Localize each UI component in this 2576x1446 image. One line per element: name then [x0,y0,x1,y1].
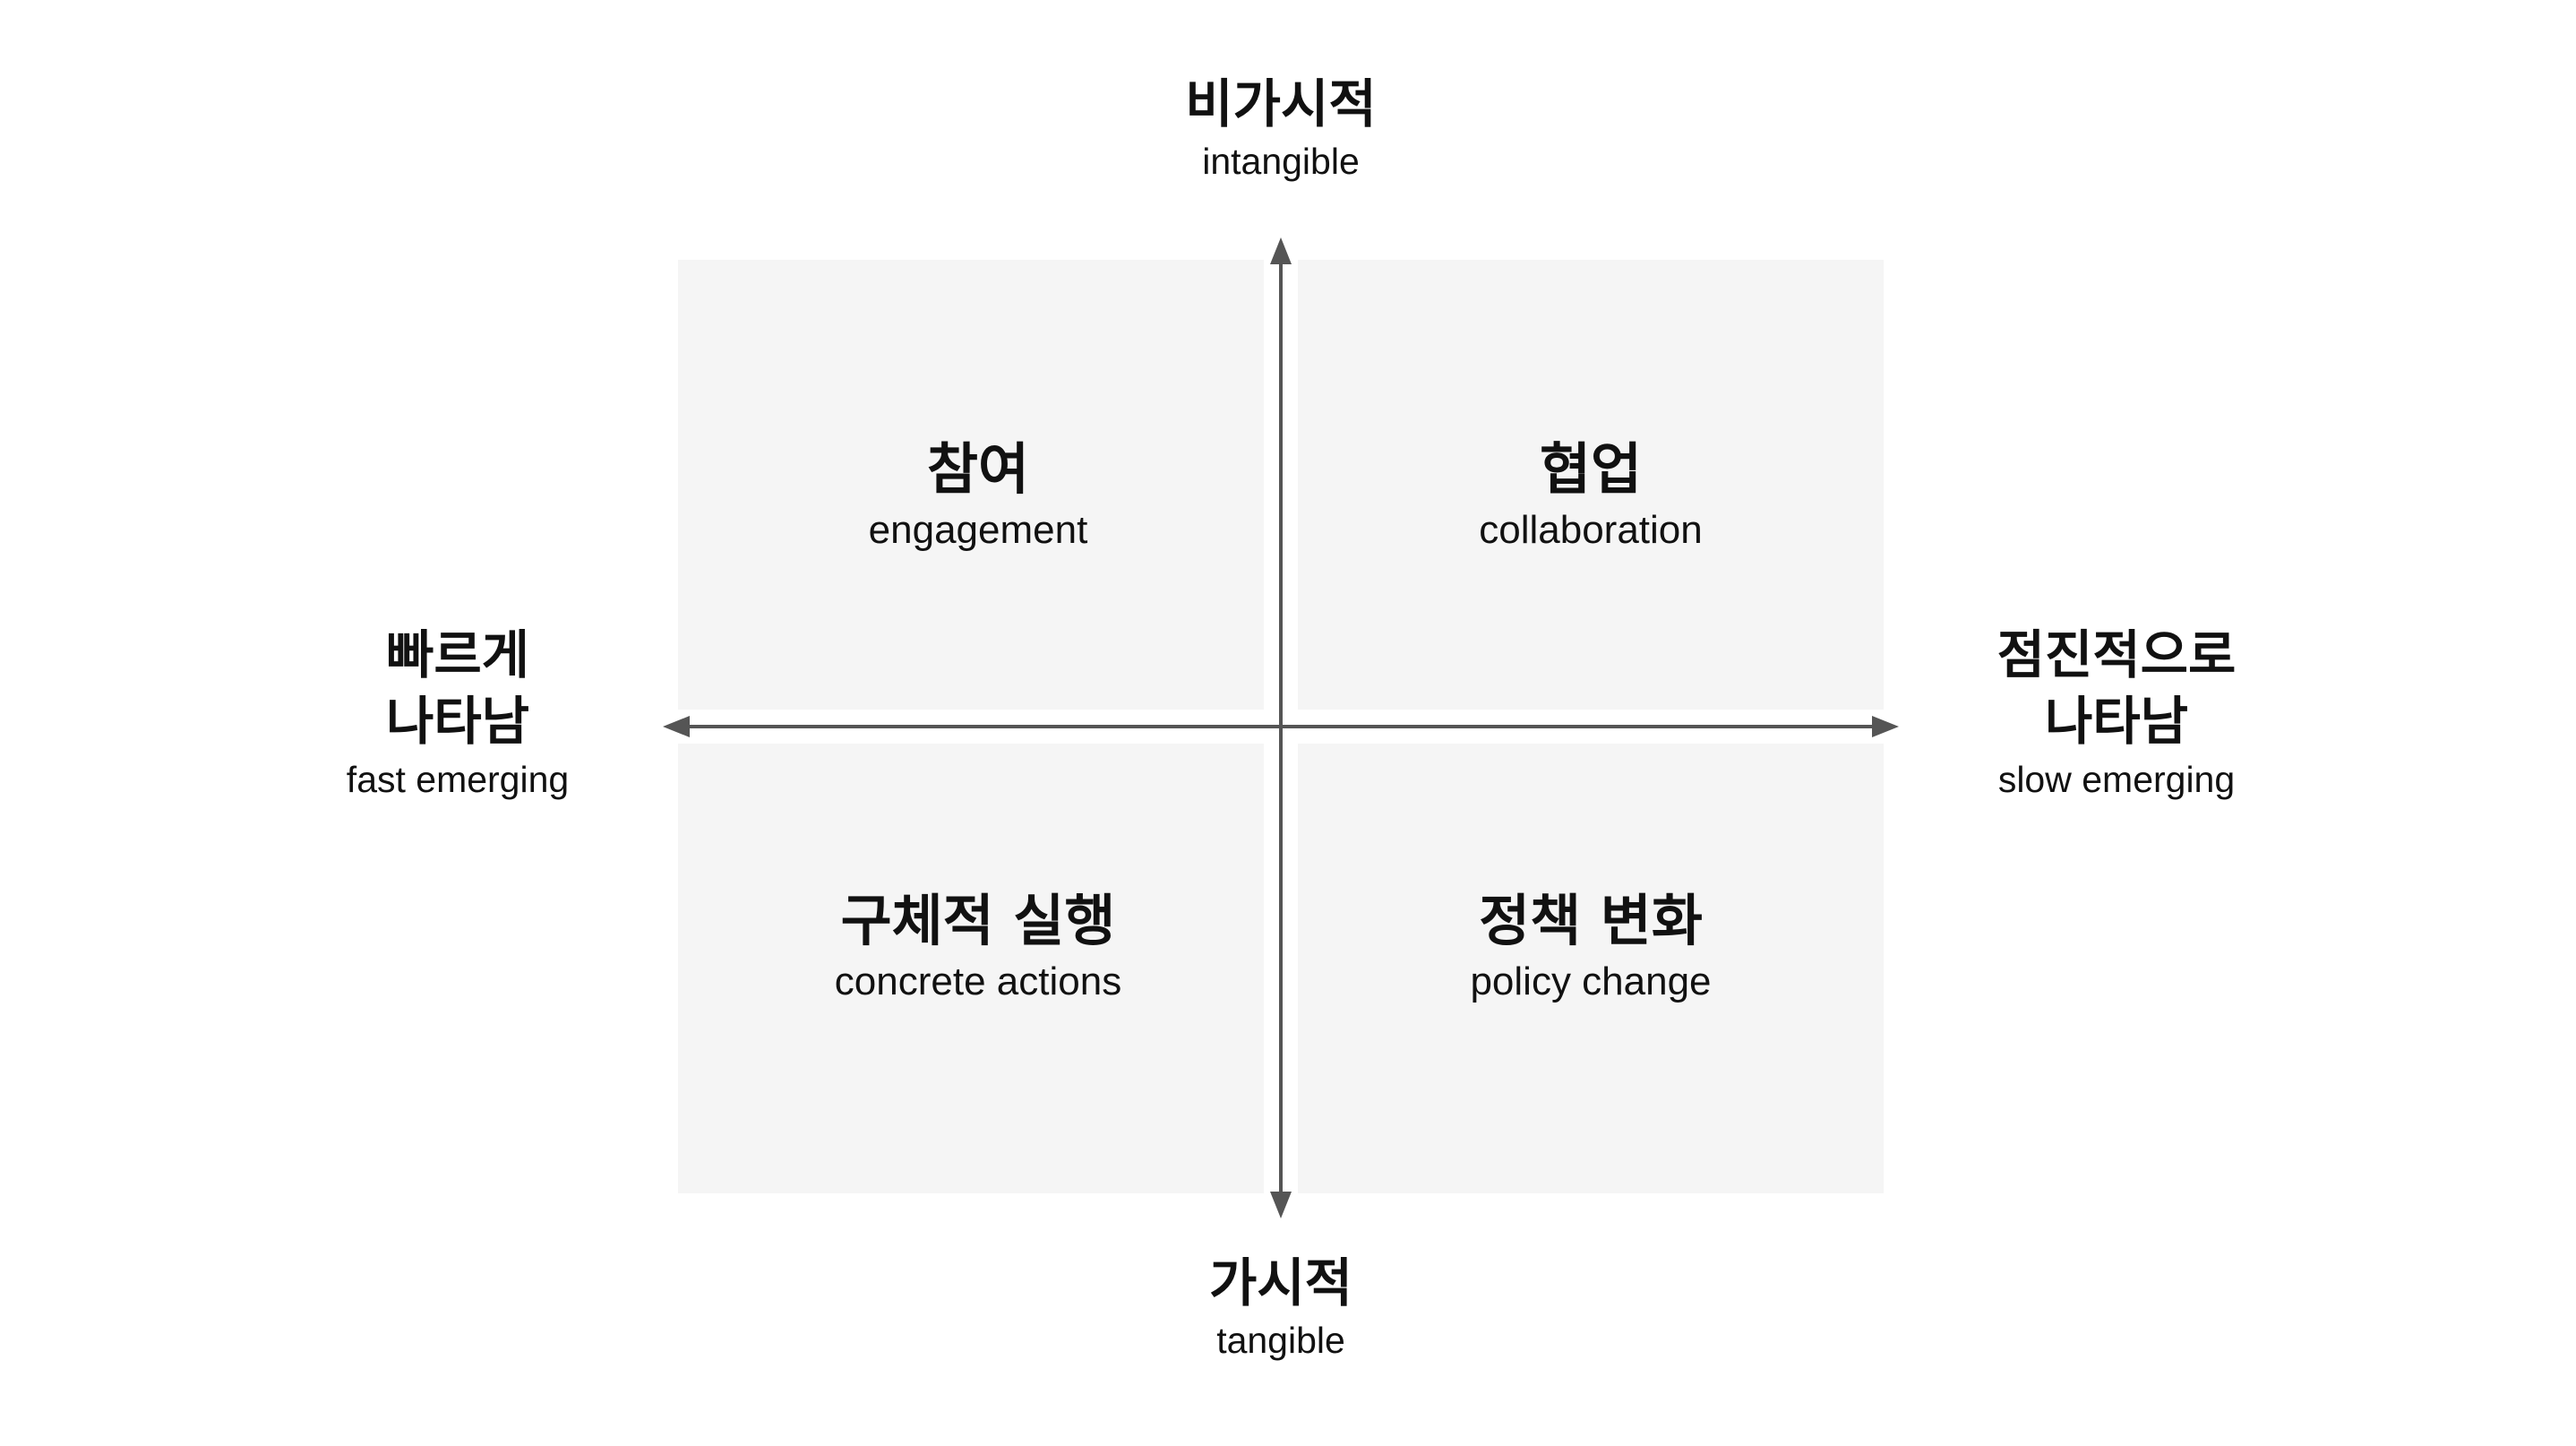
axis-left-korean-line1: 빠르게 [385,624,530,685]
axis-label-top: 비가시적 intangible [1185,72,1376,186]
axis-bottom-korean: 가시적 [1208,1252,1353,1313]
axis-bottom-english: tangible [1216,1320,1345,1361]
quadrant-engagement [678,260,1264,710]
arrow-down-icon [1270,1192,1292,1218]
axis-left-korean-line2: 나타남 [385,691,530,752]
quadrant-label-collaboration: 협업 collaboration [1479,435,1703,557]
axis-top-korean: 비가시적 [1185,73,1377,134]
quadrant-concrete-actions-english: concrete actions [834,960,1122,1003]
axis-right-english: slow emerging [1997,759,2236,800]
quadrant-concrete-actions-korean: 구체적 실행 [840,888,1116,953]
quadrant-label-engagement: 참여 engagement [869,435,1088,557]
axis-left-english: fast emerging [346,759,570,800]
arrow-left-icon [663,716,690,737]
axis-right-korean-line2: 나타남 [2044,691,2189,752]
arrow-up-icon [1270,237,1292,264]
quadrant-policy-change-english: policy change [1470,960,1712,1003]
quadrant-label-concrete-actions: 구체적 실행 concrete actions [835,887,1121,1009]
quadrant-policy-change [1298,744,1884,1193]
quadrant-concrete-actions [678,744,1264,1193]
axis-top-english: intangible [1202,141,1360,182]
quadrant-policy-change-korean: 정책 변화 [1479,888,1703,953]
quadrant-collaboration [1298,260,1884,710]
axis-label-bottom: 가시적 tangible [1209,1251,1352,1365]
axis-right-korean-line1: 점진적으로 [1996,624,2237,685]
quadrant-engagement-korean: 참여 [926,436,1030,502]
quadrant-collaboration-korean: 협업 [1539,436,1643,502]
quadrant-collaboration-english: collaboration [1479,508,1703,552]
arrow-right-icon [1872,716,1899,737]
quadrant-engagement-english: engagement [868,508,1088,552]
axis-label-right: 점진적으로 나타남 slow emerging [1997,622,2237,805]
axis-label-left: 빠르게 나타남 fast emerging [347,622,569,805]
quadrant-label-policy-change: 정책 변화 policy change [1470,887,1711,1009]
